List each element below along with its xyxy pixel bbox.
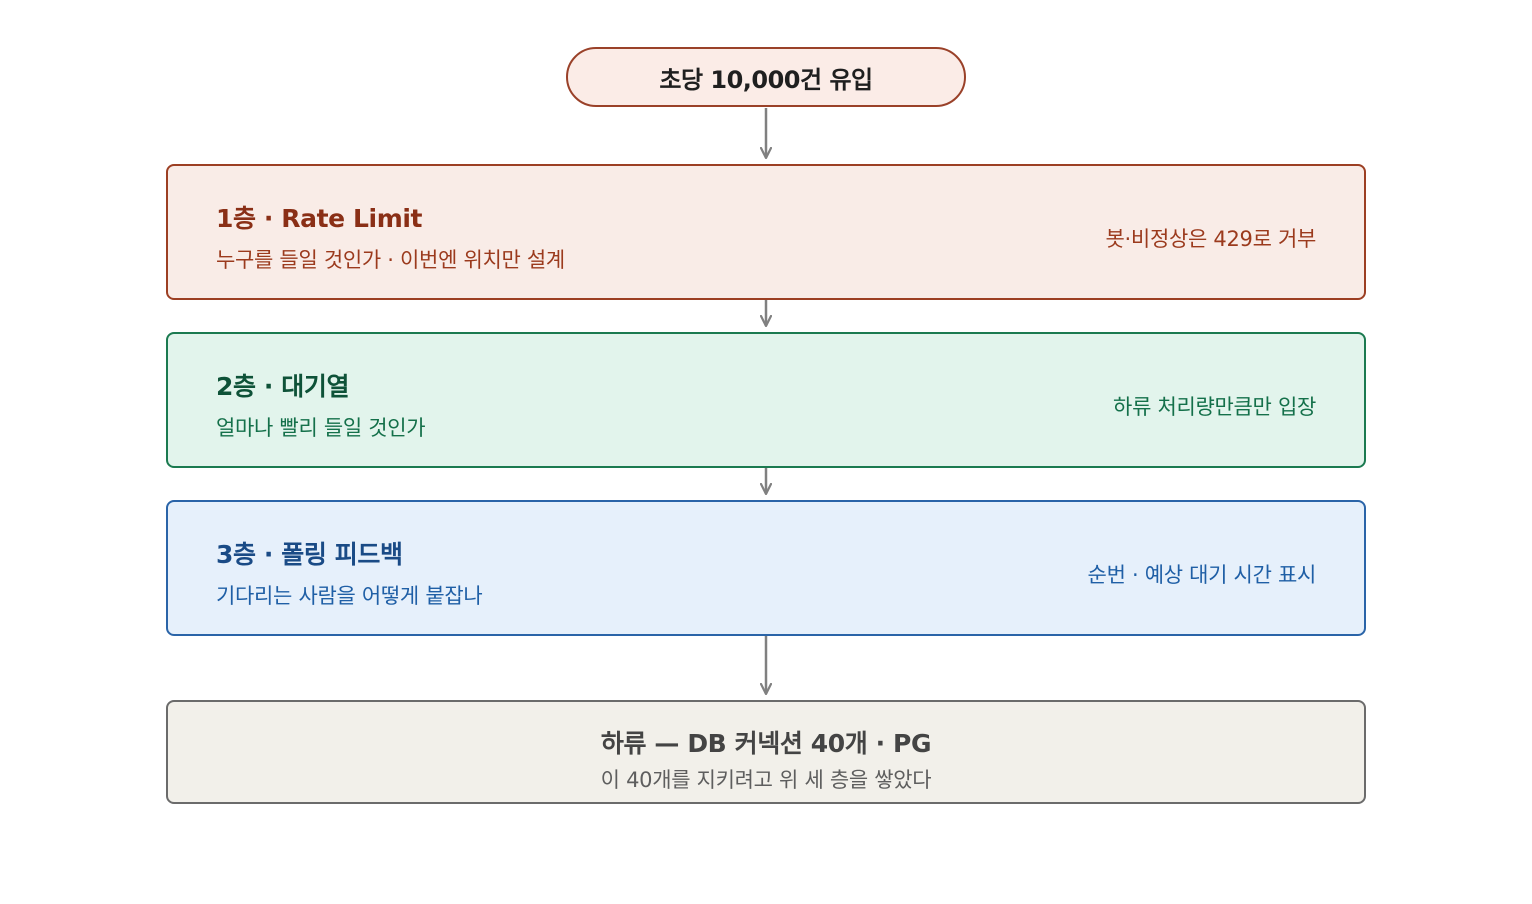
layer-queue: 2층 · 대기열 얼마나 빨리 들일 것인가 하류 처리량만큼만 입장 bbox=[166, 332, 1366, 468]
layer-subtitle: 기다리는 사람을 어떻게 붙잡나 bbox=[216, 584, 483, 608]
inflow-label: 초당 10,000건 유입 bbox=[659, 65, 873, 94]
downstream-db-node: 하류 — DB 커넥션 40개 · PG 이 40개를 지키려고 위 세 층을 … bbox=[166, 700, 1366, 804]
layer-title: 2층 · 대기열 bbox=[216, 372, 350, 401]
layer-note: 봇·비정상은 429로 거부 bbox=[1105, 227, 1317, 251]
layer-note: 하류 처리량만큼만 입장 bbox=[1113, 395, 1316, 419]
downstream-title: 하류 — DB 커넥션 40개 · PG bbox=[600, 729, 932, 758]
layer-title: 1층 · Rate Limit bbox=[216, 204, 423, 233]
layer-polling-feedback: 3층 · 폴링 피드백 기다리는 사람을 어떻게 붙잡나 순번 · 예상 대기 … bbox=[166, 500, 1366, 636]
layer-subtitle: 얼마나 빨리 들일 것인가 bbox=[216, 416, 426, 440]
inflow-node: 초당 10,000건 유입 bbox=[566, 47, 966, 107]
downstream-subtitle: 이 40개를 지키려고 위 세 층을 쌓았다 bbox=[600, 768, 932, 792]
layer-rate-limit: 1층 · Rate Limit 누구를 들일 것인가 · 이번엔 위치만 설계 … bbox=[166, 164, 1366, 300]
layer-title: 3층 · 폴링 피드백 bbox=[216, 540, 403, 569]
layer-note: 순번 · 예상 대기 시간 표시 bbox=[1087, 563, 1317, 587]
layer-subtitle: 누구를 들일 것인가 · 이번엔 위치만 설계 bbox=[216, 248, 565, 272]
